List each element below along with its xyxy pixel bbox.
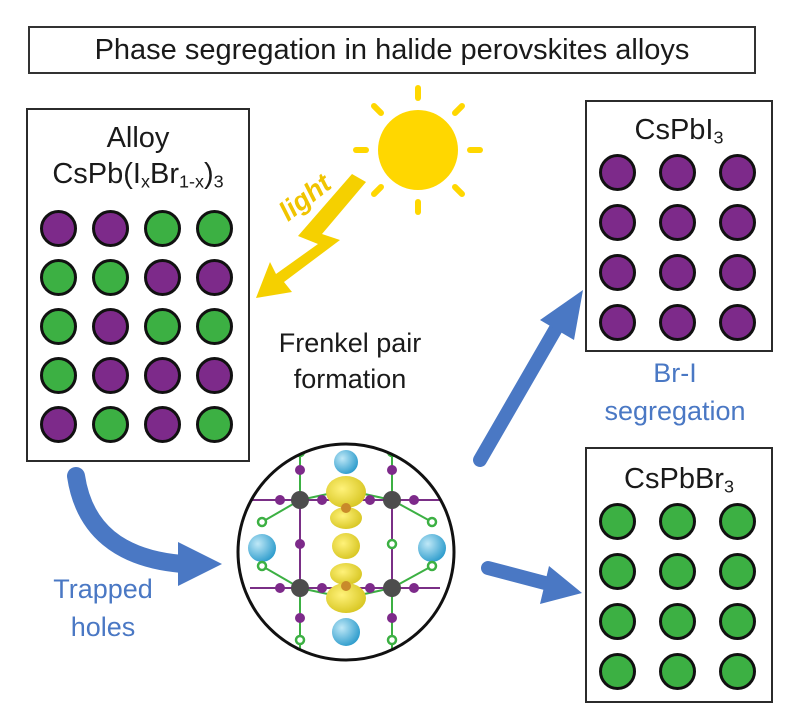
segregation-line2: segregation <box>604 396 746 426</box>
alloy-bromide-atom <box>40 357 77 394</box>
cspbbr3-bromide-atom <box>659 503 696 540</box>
title-box: Phase segregation in halide perovskites … <box>28 26 756 74</box>
cspbi3-iodide-atom <box>599 154 636 191</box>
alloy-panel: Alloy CsPb(IxBr1-x)3 <box>26 108 250 462</box>
cspbi3-iodide-atom <box>719 304 756 341</box>
crystal-structure <box>248 444 446 660</box>
segregation-line1: Br-I <box>653 358 697 388</box>
alloy-iodide-atom <box>40 406 77 443</box>
frenkel-structure <box>236 442 456 662</box>
light-arrow-icon <box>256 174 366 298</box>
alloy-bromide-atom <box>92 259 129 296</box>
cspbi3-label: CsPbI3 <box>634 114 724 148</box>
cspbi3-iodide-atom <box>599 304 636 341</box>
arrow-to-cspbi3 <box>473 290 583 467</box>
alloy-bromide-atom <box>196 308 233 345</box>
alloy-bromide-atom <box>144 210 181 247</box>
alloy-bromide-atom <box>144 308 181 345</box>
alloy-bromide-atom <box>40 308 77 345</box>
cspbbr3-bromide-atom <box>599 553 636 590</box>
cspbi3-iodide-atom <box>599 204 636 241</box>
cspbbr3-bromide-atom <box>719 603 756 640</box>
cspbbr3-bromide-atom <box>659 603 696 640</box>
cspbbr3-bromide-atom <box>719 653 756 690</box>
trapped-line1: Trapped <box>53 574 153 604</box>
alloy-iodide-atom <box>196 259 233 296</box>
trapped-arrow <box>67 467 222 586</box>
alloy-bromide-atom <box>196 210 233 247</box>
cspbbr3-panel: CsPbBr3 <box>585 447 773 703</box>
cspbbr3-bromide-atom <box>659 553 696 590</box>
cspbi3-iodide-atom <box>719 154 756 191</box>
alloy-iodide-atom <box>92 308 129 345</box>
cspbi3-iodide-atom <box>659 304 696 341</box>
alloy-iodide-atom <box>92 357 129 394</box>
alloy-bromide-atom <box>92 406 129 443</box>
cspbi3-panel: CsPbI3 <box>585 100 773 352</box>
alloy-iodide-atom <box>144 357 181 394</box>
alloy-formula: CsPb(IxBr1-x)3 <box>52 158 224 192</box>
cspbbr3-bromide-atom <box>659 653 696 690</box>
frenkel-line1: Frenkel pair <box>278 328 422 358</box>
cspbbr3-label: CsPbBr3 <box>624 463 734 497</box>
sun-icon <box>353 85 483 215</box>
cspbi3-iodide-atom <box>659 154 696 191</box>
cspbbr3-bromide-atom <box>719 553 756 590</box>
cspbi3-iodide-atom <box>659 204 696 241</box>
cspbi3-iodide-atom <box>659 254 696 291</box>
alloy-iodide-atom <box>40 210 77 247</box>
page-title: Phase segregation in halide perovskites … <box>94 33 690 66</box>
trapped-line2: holes <box>70 612 136 642</box>
alloy-iodide-atom <box>144 259 181 296</box>
alloy-bromide-atom <box>40 259 77 296</box>
cspbbr3-bromide-atom <box>599 653 636 690</box>
alloy-label: Alloy <box>106 122 170 154</box>
alloy-iodide-atom <box>196 357 233 394</box>
arrow-to-cspbbr3 <box>481 561 582 604</box>
alloy-iodide-atom <box>144 406 181 443</box>
frenkel-line2: formation <box>293 364 407 394</box>
cspbi3-iodide-atom <box>719 254 756 291</box>
cspbbr3-bromide-atom <box>599 603 636 640</box>
alloy-bromide-atom <box>196 406 233 443</box>
cspbbr3-bromide-atom <box>599 503 636 540</box>
alloy-iodide-atom <box>92 210 129 247</box>
cspbbr3-bromide-atom <box>719 503 756 540</box>
cspbi3-iodide-atom <box>719 204 756 241</box>
cspbi3-iodide-atom <box>599 254 636 291</box>
